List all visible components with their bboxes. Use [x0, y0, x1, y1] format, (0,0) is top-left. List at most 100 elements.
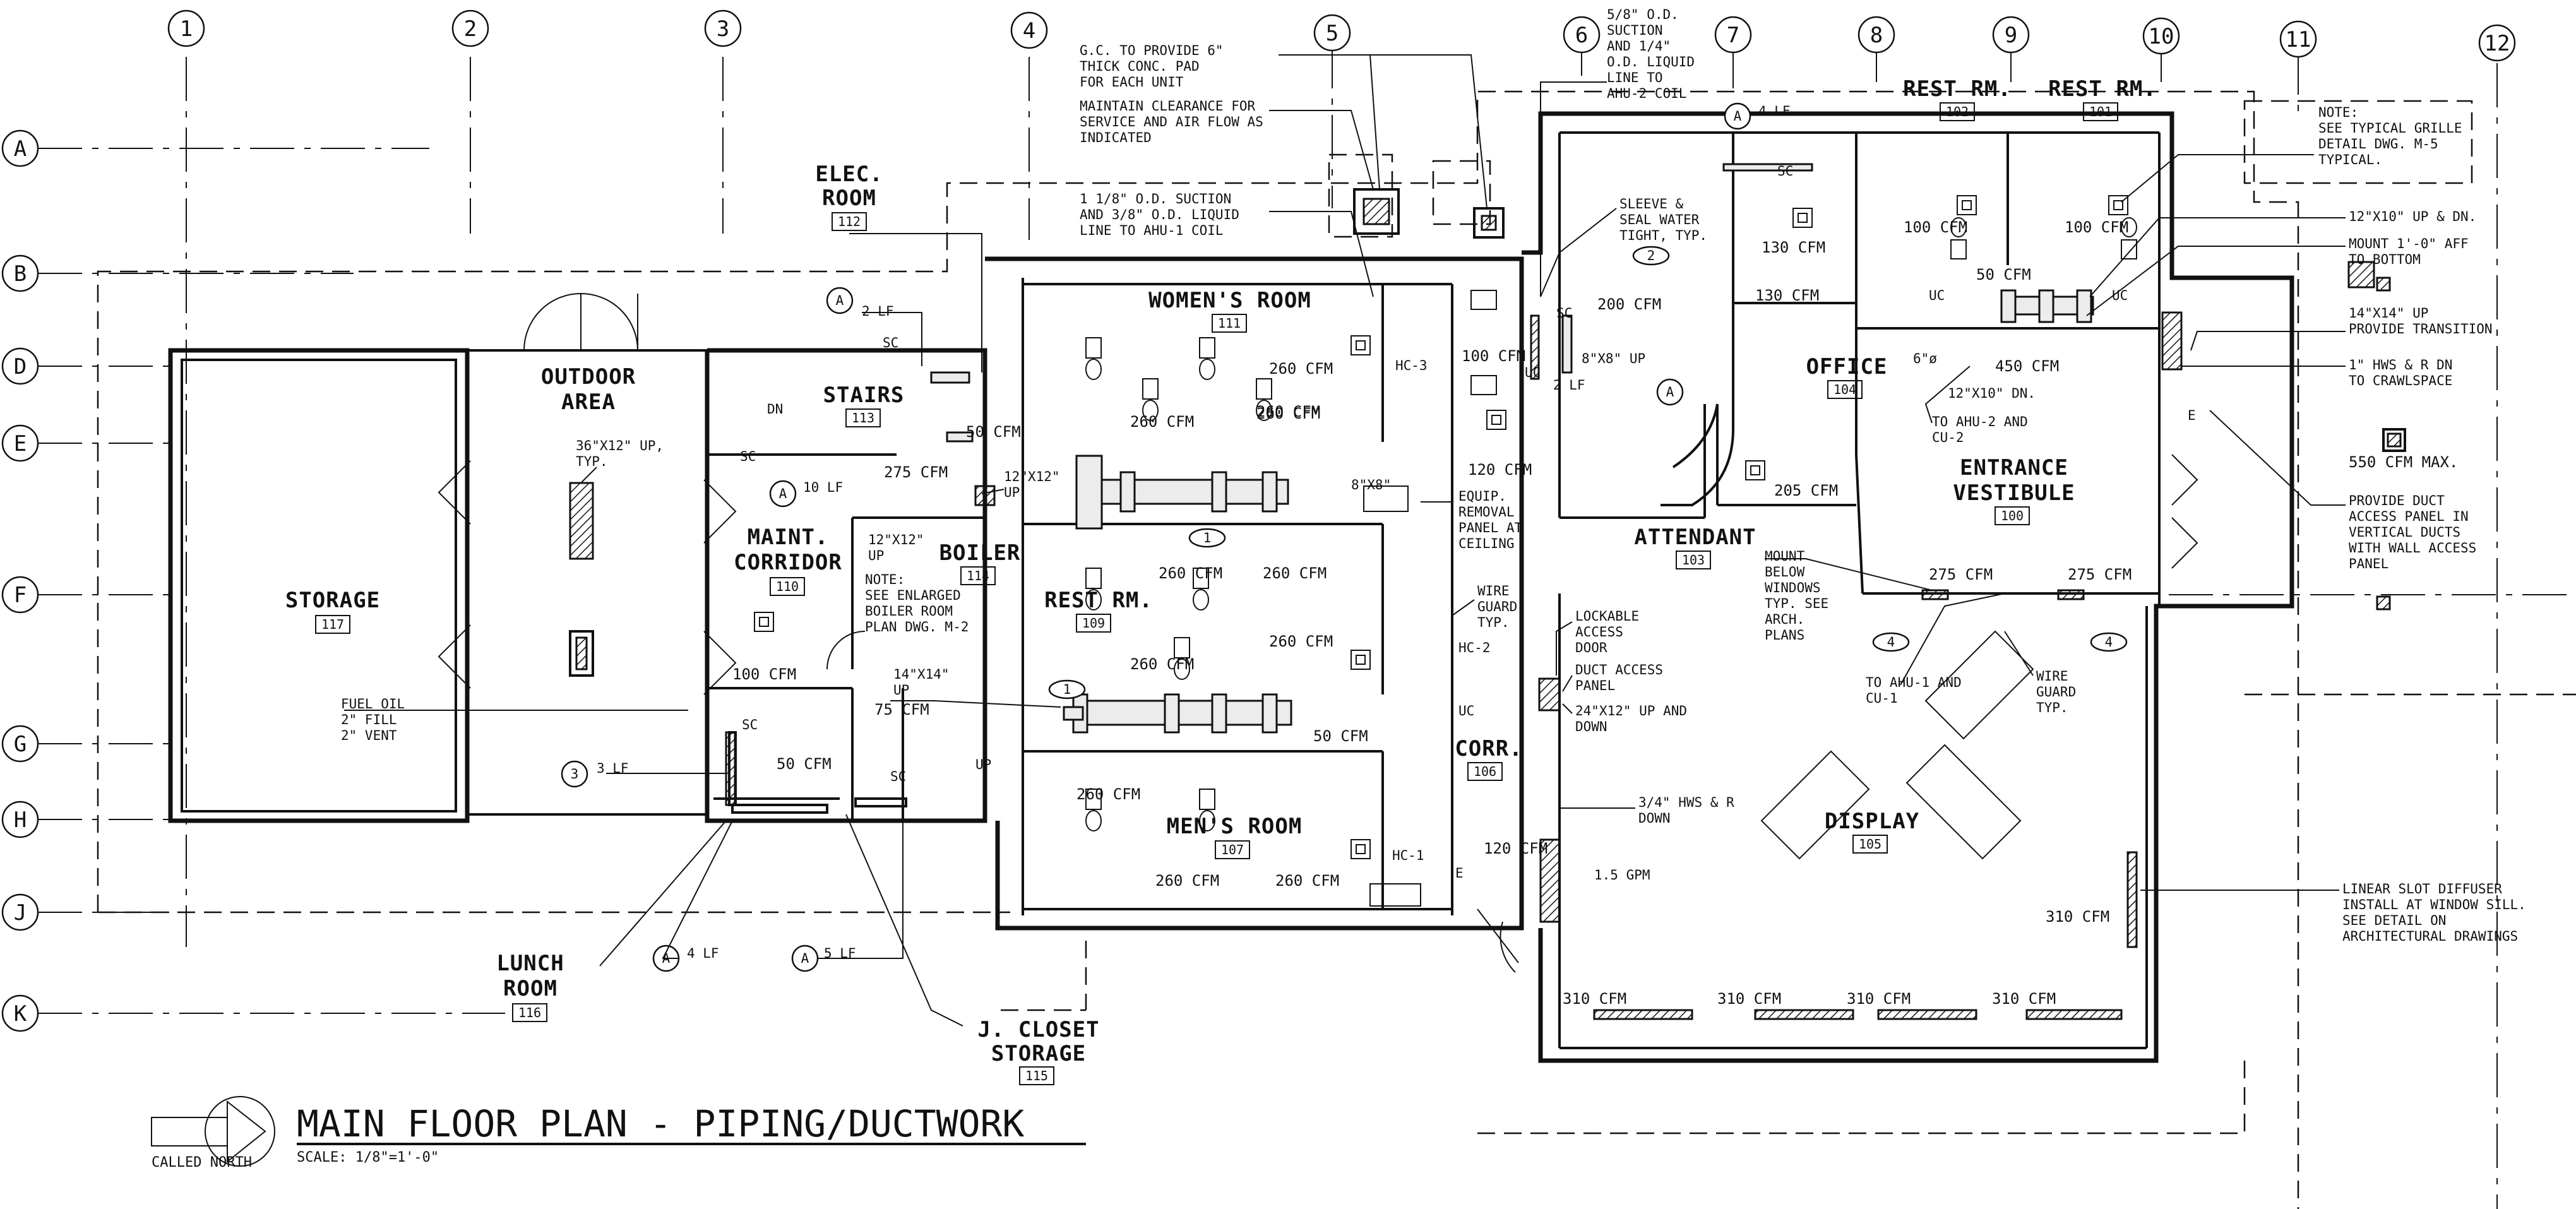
- room-boiler-num: 114: [967, 568, 989, 583]
- cfm-label: 260 CFM: [1269, 633, 1333, 650]
- room-mens-num: 107: [1221, 842, 1244, 857]
- room-restrm101-num: 101: [2089, 104, 2112, 119]
- hc3-tag: HC-3: [1395, 358, 1428, 373]
- uc-tag: UC: [1929, 288, 1945, 303]
- note-8x8-up: 8"X8" UP: [1582, 351, 1645, 366]
- grid-col-6: 6: [1575, 23, 1588, 48]
- note-to-ahu1: TO AHU-1 AND CU-1: [1866, 675, 1969, 706]
- note-36x12-up: 36"X12" UP, TYP.: [576, 438, 672, 469]
- room-maint-name2: CORRIDOR: [734, 550, 842, 575]
- cfm-label: 260 CFM: [1263, 564, 1327, 582]
- room-stairs-num: 113: [852, 410, 874, 426]
- grid-col-10: 10: [2149, 24, 2174, 49]
- grid-col-3: 3: [717, 16, 729, 42]
- room-office-name: OFFICE: [1806, 354, 1888, 379]
- cfm-label: 310 CFM: [1717, 990, 1781, 1008]
- cfm-label: 50 CFM: [1313, 727, 1368, 745]
- cfm-label: 450 CFM: [1995, 357, 2059, 375]
- note-hws-r: 3/4" HWS & R DOWN: [1638, 795, 1742, 826]
- cfm-label: 205 CFM: [1774, 482, 1838, 499]
- room-mens-name: MEN'S ROOM: [1167, 814, 1303, 839]
- note-sleeve: SLEEVE & SEAL WATER TIGHT, TYP.: [1619, 196, 1707, 243]
- cfm-label: 260 CFM: [1269, 360, 1333, 378]
- dashed-outlines: [97, 90, 2576, 1209]
- room-corr-num: 106: [1474, 764, 1496, 779]
- note-grille: NOTE: SEE TYPICAL GRILLE DETAIL DWG. M-5…: [2318, 105, 2470, 167]
- note-mount-aff: MOUNT 1'-0" AFF TO BOTTOM: [2349, 236, 2476, 267]
- bubble-1: 1: [1203, 530, 1212, 545]
- note-duct-access: PROVIDE DUCT ACCESS PANEL IN VERTICAL DU…: [2349, 493, 2484, 571]
- cfm-label: 100 CFM: [1904, 218, 1967, 236]
- fan-grille-36x12: [569, 482, 594, 560]
- cfm-label: 260 CFM: [1275, 872, 1339, 890]
- ductwork: [930, 163, 2094, 734]
- note-clearance: MAINTAIN CLEARANCE FOR SERVICE AND AIR F…: [1080, 98, 1271, 145]
- room-corr-name: CORR.: [1455, 736, 1522, 761]
- sc-tag: SC: [883, 335, 898, 350]
- cfm-label: 260 CFM: [1159, 564, 1222, 582]
- lf-tag: 4 LF: [687, 946, 719, 961]
- room-storage-name: STORAGE: [285, 588, 380, 613]
- grid-row-bubbles: A B D E F G H J K: [1, 129, 39, 1032]
- cfm-label: 275 CFM: [2068, 566, 2132, 583]
- room-vestibule-num: 100: [2001, 508, 2024, 523]
- grid-row-j: J: [14, 900, 27, 926]
- grid-col-4: 4: [1023, 18, 1035, 44]
- bubble-2: 2: [1647, 248, 1655, 263]
- grid-col-11: 11: [2286, 27, 2311, 52]
- doors: [438, 292, 2198, 973]
- cfm-label: 120 CFM: [1484, 840, 1547, 857]
- note-suction-ahu1: 1 1/8" O.D. SUCTION AND 3/8" O.D. LIQUID…: [1080, 191, 1248, 238]
- note-gc-pad: G.C. TO PROVIDE 6" THICK CONC. PAD FOR E…: [1080, 43, 1231, 90]
- room-outdoor-name: OUTDOOR: [541, 364, 636, 390]
- bubble-a: A: [836, 293, 844, 308]
- cfm-label: 260 CFM: [1155, 872, 1219, 890]
- tags: SC SC SC SC SC SC UC UC UC UC DN UP HC-1…: [561, 102, 2196, 972]
- cfm-label: 260 CFM: [1130, 413, 1194, 431]
- note-12x10-up-dn: 12"X10" UP & DN.: [2349, 209, 2476, 224]
- cfm-label: 260 CFM: [1256, 405, 1320, 422]
- cfm-label: 260 CFM: [1076, 785, 1140, 803]
- room-restrm101-name: REST RM.: [2048, 76, 2157, 102]
- note-fuel-oil: FUEL OIL 2" FILL 2" VENT: [341, 696, 413, 743]
- grid-row-h: H: [14, 807, 27, 833]
- up-tag: UP: [975, 757, 991, 772]
- grid-row-k: K: [14, 1001, 27, 1027]
- sc-tag: SC: [1556, 306, 1572, 321]
- room-restrm102-num: 102: [1946, 104, 1969, 119]
- note-12x12-up: 12"X12" UP: [1004, 469, 1068, 500]
- dn-tag: DN: [767, 402, 783, 417]
- room-lunch-name2: ROOM: [503, 976, 558, 1001]
- note-linear-slot: LINEAR SLOT DIFFUSER INSTALL AT WINDOW S…: [2342, 881, 2534, 944]
- cfm-label: 50 CFM: [966, 423, 1021, 441]
- cfm-label: 275 CFM: [884, 463, 948, 481]
- room-elec-name: ELEC.: [815, 162, 883, 187]
- grid-row-g: G: [14, 732, 27, 757]
- room-vestibule-name: ENTRANCE: [1960, 455, 2068, 480]
- cfm-label: 130 CFM: [1755, 287, 1819, 304]
- cfm-label: 130 CFM: [1762, 239, 1825, 256]
- note-8x8: 8"X8": [1351, 477, 1391, 492]
- note-wire-guard-2: WIRE GUARD TYP.: [2036, 669, 2084, 715]
- cfm-label: 310 CFM: [1992, 990, 2056, 1008]
- room-boiler-name: BOILER: [939, 540, 1021, 566]
- note-transition: 14"X14" UP PROVIDE TRANSITION: [2349, 306, 2493, 336]
- bubble-a: A: [779, 486, 787, 501]
- note-wire-guard: WIRE GUARD TYP.: [1477, 583, 1525, 630]
- room-womens-num: 111: [1218, 316, 1241, 331]
- note-mount-below: MOUNT BELOW WINDOWS TYP. SEE ARCH. PLANS: [1765, 549, 1837, 643]
- plumbing-fixtures: [1085, 217, 2137, 907]
- room-vestibule-name2: VESTIBULE: [1953, 480, 2075, 506]
- note-suction-ahu2: 5/8" O.D. SUCTION AND 1/4" O.D. LIQUID L…: [1607, 7, 1703, 101]
- uc-tag: UC: [1525, 365, 1541, 380]
- cfm-label: 50 CFM: [1976, 266, 2031, 283]
- room-elec-num: 112: [838, 214, 861, 229]
- note-14x14-up: 14"X14" UP: [893, 667, 957, 698]
- room-lunch-name: LUNCH: [496, 951, 564, 976]
- hc1-tag: HC-1: [1392, 848, 1424, 863]
- grid-row-f: F: [14, 583, 27, 608]
- grid-col-2: 2: [464, 16, 477, 42]
- room-elec-name2: ROOM: [822, 186, 876, 211]
- room-attendant-name: ATTENDANT: [1634, 525, 1756, 550]
- bubble-1: 1: [1063, 682, 1071, 697]
